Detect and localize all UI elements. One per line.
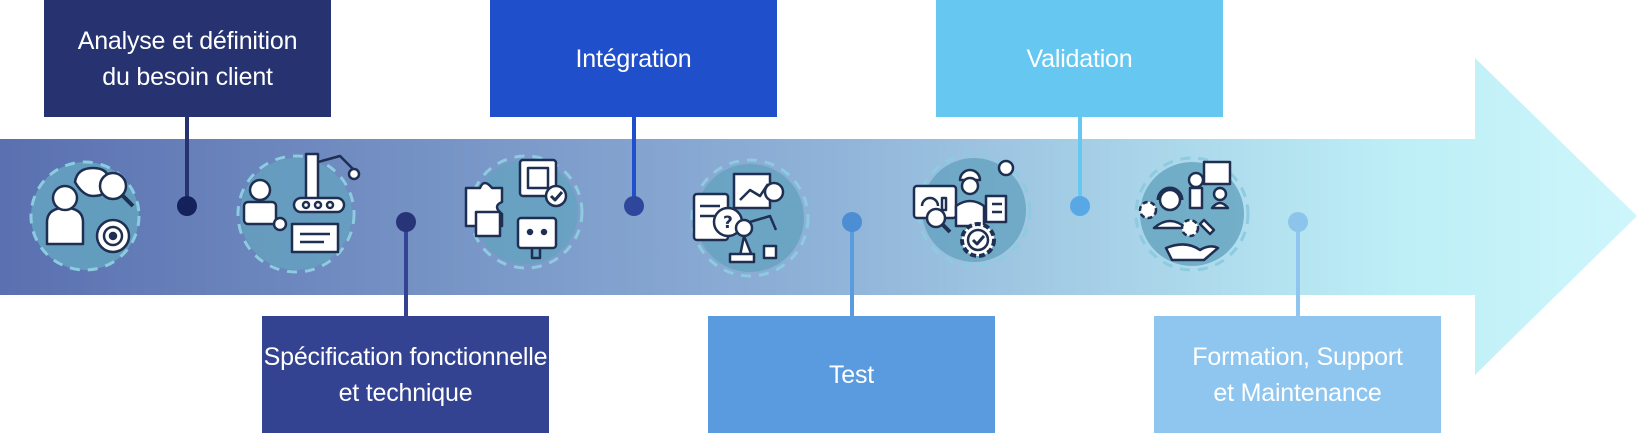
engineer-gear-check-icon (912, 152, 1032, 268)
step-label-analyse: Analyse et définition du besoin client (44, 0, 331, 117)
step-test: ? (690, 158, 862, 316)
step-integration (464, 113, 644, 270)
connector-dot (1070, 196, 1090, 216)
step-label-line: et technique (338, 378, 473, 407)
step-formation (1134, 156, 1308, 316)
brainstorm-target-icon (29, 160, 141, 272)
step-label-line: Validation (1026, 44, 1133, 73)
support-training-icon (1134, 156, 1250, 272)
connector-dot (624, 196, 644, 216)
puzzle-chip-plug-icon (464, 154, 584, 270)
connector-dot (396, 212, 416, 232)
connector-dot (842, 212, 862, 232)
step-label-test: Test (708, 316, 995, 433)
step-label-formation: Formation, Support et Maintenance (1154, 316, 1441, 433)
step-specification (236, 152, 416, 316)
step-label-line: Formation, Support (1192, 342, 1403, 371)
step-label-line: et Maintenance (1213, 378, 1382, 407)
svg-text:?: ? (723, 213, 733, 233)
step-label-line: du besoin client (102, 62, 273, 91)
connector-dot (177, 196, 197, 216)
arrow-body (0, 58, 1637, 375)
step-label-validation: Validation (936, 0, 1223, 117)
robot-arm-conveyor-icon (236, 152, 361, 274)
step-analyse (29, 113, 197, 272)
step-label-integration: Intégration (490, 0, 777, 117)
step-label-line: Analyse et définition (77, 26, 298, 55)
step-label-line: Spécification fonctionnelle (263, 342, 548, 371)
step-label-specification: Spécification fonctionnelle et technique (262, 316, 549, 433)
step-label-line: Test (828, 360, 875, 389)
connector-dot (1288, 212, 1308, 232)
checklist-robot-icon: ? (690, 158, 810, 278)
step-validation (912, 113, 1090, 268)
step-label-line: Intégration (575, 44, 692, 73)
